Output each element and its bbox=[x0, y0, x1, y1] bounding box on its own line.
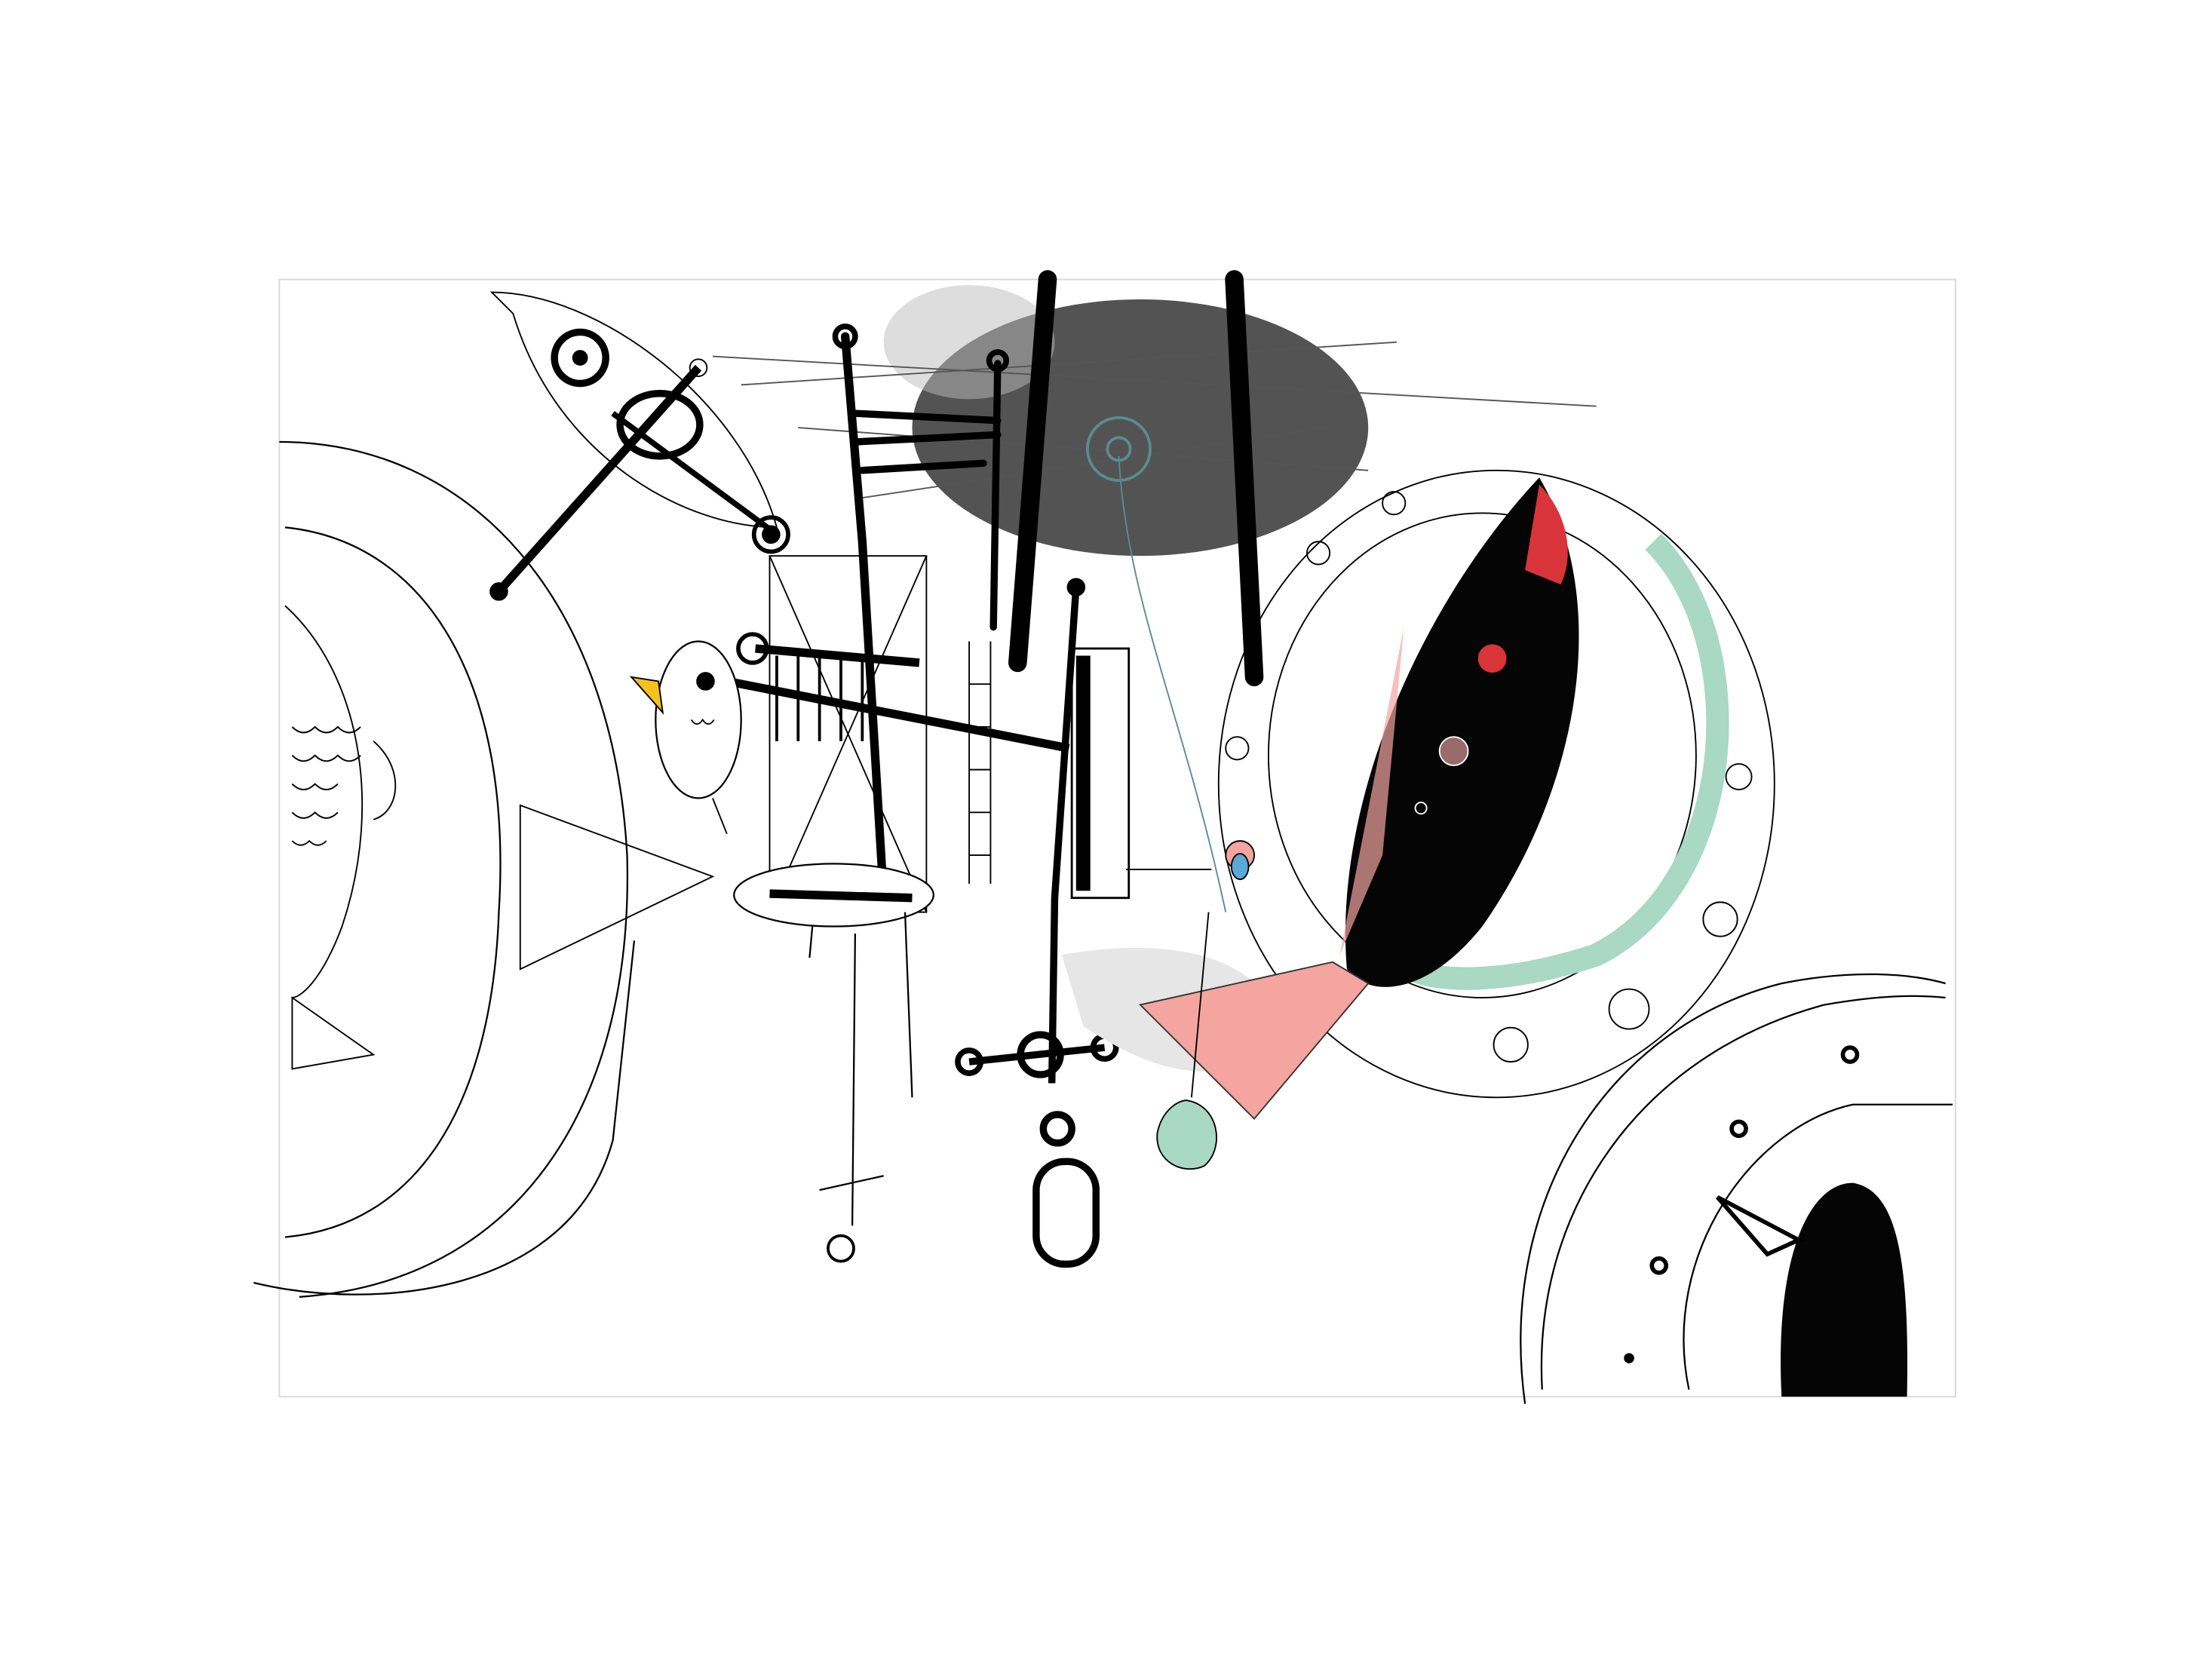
bottom-right-circles bbox=[1520, 973, 1953, 1404]
bird-beak bbox=[629, 676, 664, 716]
hanging-ornament bbox=[955, 1031, 1119, 1268]
small-fish bbox=[519, 804, 934, 1263]
flower-center bbox=[1230, 853, 1250, 881]
left-fish bbox=[284, 605, 397, 1070]
structure bbox=[704, 555, 1212, 1084]
vertical-bars bbox=[832, 270, 1264, 903]
left-big-circle bbox=[253, 440, 636, 1298]
leaf-shape bbox=[489, 291, 790, 601]
black-bird-silhouette bbox=[1716, 1182, 1908, 1397]
balloon-flower bbox=[1156, 840, 1255, 1170]
bird bbox=[629, 640, 742, 835]
big-black-fish bbox=[1138, 477, 1579, 1121]
flower-ring bbox=[1217, 469, 1775, 1099]
